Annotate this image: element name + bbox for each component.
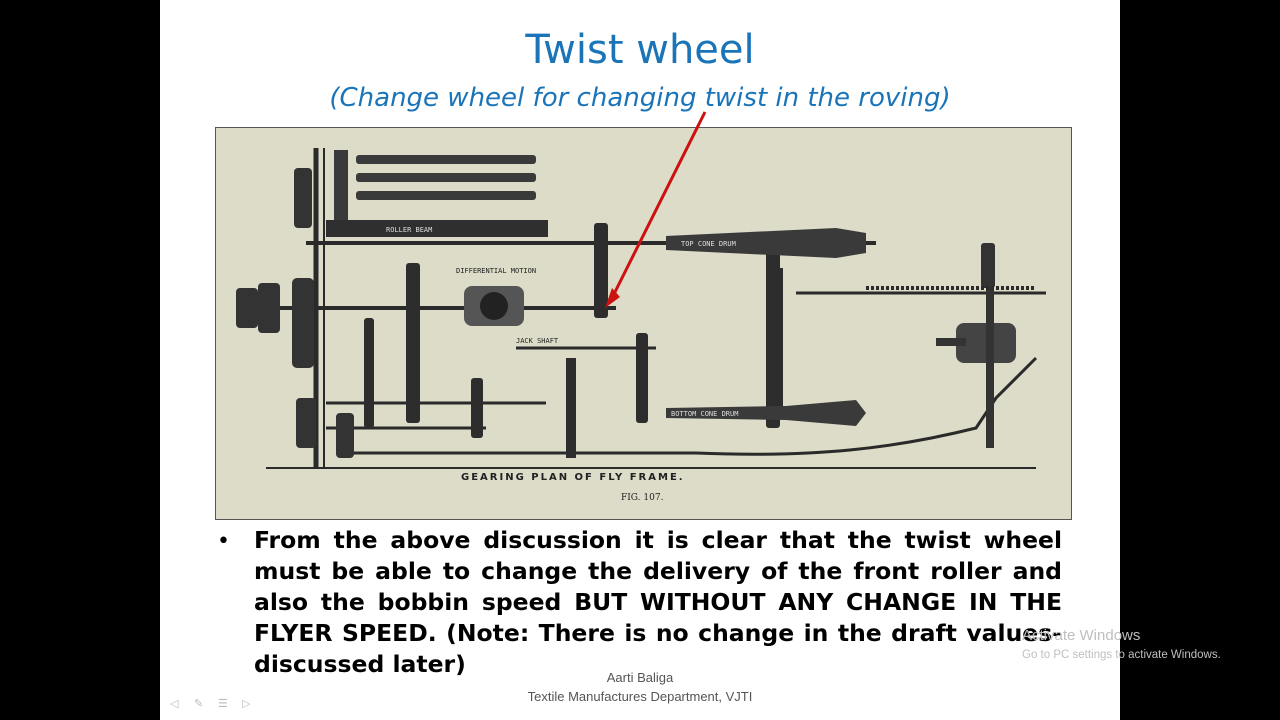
bottom-cone-drum: BOTTOM CONE DRUM: [666, 400, 866, 426]
presentation-slide: Twist wheel (Change wheel for changing t…: [160, 0, 1120, 720]
previous-slide-icon[interactable]: ◁: [170, 698, 179, 710]
slide-title: Twist wheel: [525, 27, 755, 73]
differential-motion: DIFFERENTIAL MOTION: [456, 267, 536, 326]
next-slide-icon[interactable]: ▷: [242, 698, 251, 710]
bullet-marker: •: [217, 529, 230, 554]
left-gear-stack: [236, 168, 354, 458]
figure-number: FIG. 107.: [621, 493, 664, 503]
pen-icon[interactable]: ✎: [194, 698, 204, 710]
svg-text:ROLLER BEAM: ROLLER BEAM: [386, 226, 432, 234]
menu-icon[interactable]: ☰: [218, 698, 228, 710]
svg-text:BOTTOM CONE DRUM: BOTTOM CONE DRUM: [671, 410, 738, 418]
figure-caption: GEARING PLAN OF FLY FRAME.: [461, 472, 685, 483]
slide-nav-controls[interactable]: ◁ ✎ ☰ ▷: [170, 698, 258, 712]
footer-department: Textile Manufactures Department, VJTI: [527, 689, 753, 704]
roller-beam: ROLLER BEAM: [326, 220, 548, 237]
vertical-gear-trains: [364, 223, 783, 458]
jack-shaft-label: JACK SHAFT: [516, 337, 559, 345]
drafting-rollers: [334, 150, 536, 220]
top-cone-drum: TOP CONE DRUM: [666, 228, 866, 258]
svg-text:TOP CONE DRUM: TOP CONE DRUM: [681, 240, 736, 248]
svg-text:DIFFERENTIAL MOTION: DIFFERENTIAL MOTION: [456, 267, 536, 275]
bullet-text: From the above discussion it is clear th…: [254, 526, 1062, 678]
gearing-plan-figure: ROLLER BEAM DIFFERENTIAL MOTION: [215, 127, 1072, 520]
footer-author: Aarti Baliga: [606, 670, 674, 685]
right-mechanism: [936, 243, 1016, 448]
slide-subtitle: (Change wheel for changing twist in the …: [329, 83, 951, 113]
gearing-plan-drawing: ROLLER BEAM DIFFERENTIAL MOTION: [236, 148, 1046, 503]
